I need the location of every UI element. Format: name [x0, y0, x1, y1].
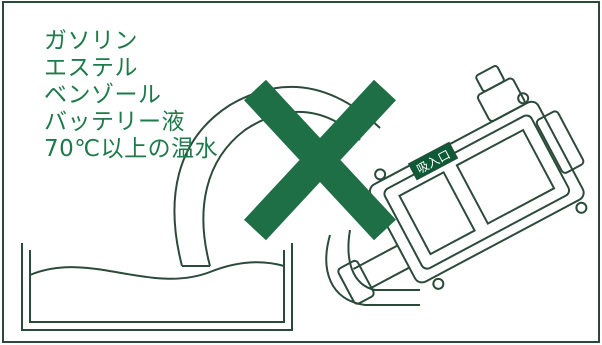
liquid-ester: エステル [44, 55, 138, 81]
liquid-hot-water: 70℃以上の温水 [44, 136, 219, 162]
liquid-battery-fluid: バッテリー液 [44, 109, 185, 135]
outlet-hose [325, 229, 420, 306]
prohibition-x-icon [244, 79, 396, 241]
pump-body [337, 65, 588, 305]
liquid-container [21, 243, 293, 331]
liquid-surface [29, 261, 285, 280]
prohibited-liquids-list: ガソリン エステル ベンゾール バッテリー液 70℃以上の温水 [44, 28, 218, 163]
liquid-benzol: ベンゾール [44, 82, 162, 108]
inlet-label-group: 吸入口 [407, 141, 459, 181]
liquid-gasoline: ガソリン [44, 28, 138, 54]
suction-hose [173, 85, 381, 267]
